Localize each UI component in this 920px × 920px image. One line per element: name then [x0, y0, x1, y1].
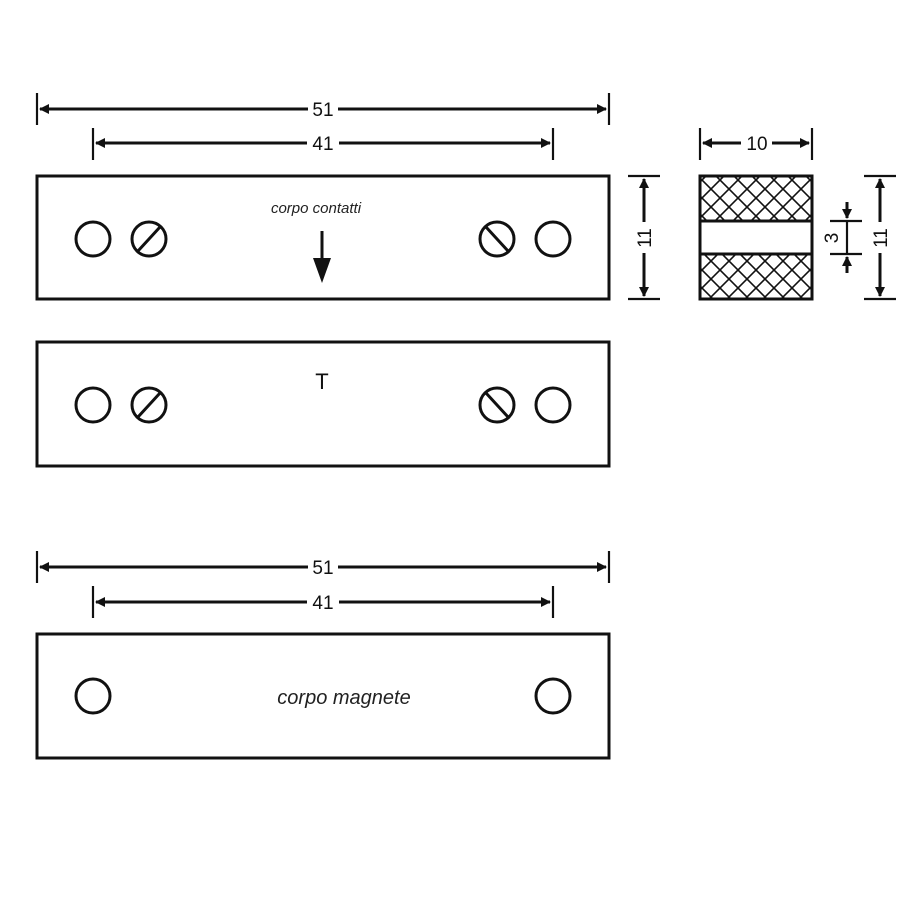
open-hole — [74, 677, 112, 715]
dimension-label: 3 — [822, 233, 843, 244]
open-hole — [74, 386, 112, 424]
dimension-label: 11 — [635, 228, 656, 248]
magnet-body: corpo magnete — [35, 632, 611, 760]
screw-slot-icon — [478, 220, 516, 258]
dimension-label: 11 — [871, 228, 892, 248]
down-arrow-icon — [313, 231, 331, 283]
open-hole — [534, 220, 572, 258]
dimension-section-width: 10 — [698, 128, 814, 160]
contact-body-label: corpo contatti — [271, 200, 362, 217]
dimension-label: 41 — [312, 134, 333, 155]
dimension-height-contact: 11 — [628, 174, 660, 301]
magnet-body-label: corpo magnete — [277, 687, 410, 709]
screw-slot-icon — [130, 220, 168, 258]
dimension-hole-spacing-magnet: 41 — [91, 586, 555, 618]
contact-body-bottom: T — [35, 340, 611, 468]
dimension-hole-spacing-top: 41 — [91, 128, 555, 160]
screw-slot-icon — [130, 386, 168, 424]
open-hole — [74, 220, 112, 258]
dimension-label: 41 — [312, 593, 333, 614]
contact-body-bottom-label: T — [315, 369, 328, 394]
dimension-overall-length-top: 51 — [35, 93, 611, 125]
dimension-overall-length-magnet: 51 — [35, 551, 611, 583]
dimension-section-height: 11 — [864, 174, 896, 301]
dimension-label: 51 — [312, 100, 333, 121]
dimension-section-gap: 3 — [822, 202, 862, 273]
dimension-label: 51 — [312, 558, 333, 579]
dimension-label: 10 — [746, 134, 767, 155]
screw-slot-icon — [478, 386, 516, 424]
open-hole — [534, 386, 572, 424]
section-view — [698, 174, 814, 301]
open-hole — [534, 677, 572, 715]
contact-body: corpo contatti — [35, 174, 611, 301]
